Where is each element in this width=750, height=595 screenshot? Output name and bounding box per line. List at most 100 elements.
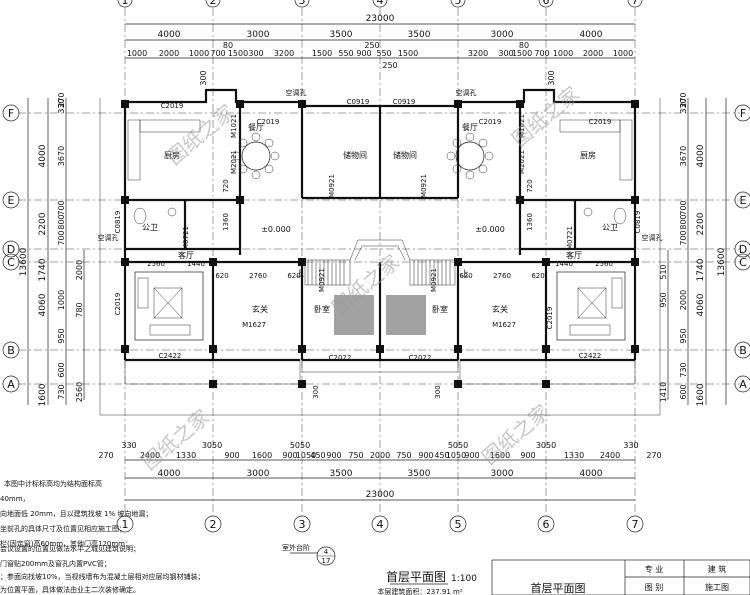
bottom-dim: 1330	[176, 451, 196, 460]
detail-reference: 室外台阶 4 17	[282, 543, 336, 566]
right-inner-dim: 1410	[659, 382, 668, 402]
bottom-dim: 1050	[446, 451, 466, 460]
room-dining-right: 餐厅	[462, 123, 478, 132]
axis-bubbles-left: F E D C B A	[2, 104, 20, 393]
axis-label-top-6: 6	[543, 0, 550, 7]
top-dim-1: 4000	[158, 30, 181, 40]
bottom-dim: 900	[418, 451, 433, 460]
right-inner-dim: 700	[679, 230, 688, 245]
top-dim-6: 4000	[580, 30, 603, 40]
sofas	[134, 271, 626, 341]
room-foyer-left: 玄关	[252, 304, 268, 314]
top2-dim: 1500	[398, 49, 418, 58]
left-inner-dim: 3670	[57, 146, 66, 166]
tag: 620	[215, 272, 228, 280]
left-inner-dim: 950	[57, 328, 66, 343]
axis-label-left-F: F	[8, 107, 14, 120]
left-inner-dim: 1000	[57, 290, 66, 310]
right-inner-dim: 270	[679, 92, 688, 107]
tag: 1360	[222, 213, 230, 231]
tag: M2021	[230, 150, 238, 174]
right-inner-dim: 700	[679, 200, 688, 215]
tag: C2022	[329, 354, 352, 362]
left-inner-dim: 730	[57, 384, 66, 399]
left-inner-dim: 700	[57, 230, 66, 245]
plan-area: 本层建筑面积：237.91 m²	[377, 587, 463, 595]
bottom-dim: 900	[520, 451, 535, 460]
bottom-dim: 900	[282, 451, 297, 460]
top2-dim: 1000	[189, 49, 209, 58]
watermark-text: 图纸之家	[162, 100, 239, 170]
left-inner-dim: 270	[57, 92, 66, 107]
tag: C2022	[409, 354, 432, 362]
bottom-dim: 450	[434, 451, 449, 460]
building-walls	[99, 88, 661, 416]
axis-grid	[18, 8, 740, 515]
note-line: 本图中计标标高均为结构面标高	[4, 479, 102, 488]
bottom-small: 3050	[202, 441, 222, 450]
top-dim-5: 3000	[491, 30, 514, 40]
tag: 620	[459, 272, 472, 280]
bottom-small: 330	[623, 441, 638, 450]
bottom-dim2: 3000	[491, 469, 514, 479]
bottom-dim: 750	[396, 451, 411, 460]
axis-bubbles-bottom: 1 2 3 4 5 6 7	[116, 515, 644, 533]
note-line: 栏(固定窗)高60mm，其他门高120mm；	[0, 539, 132, 548]
top-dim-3: 3500	[330, 30, 353, 40]
note-line: 坐前孔的具体尺寸及位置见相应施工图；	[0, 524, 126, 533]
bottom-dim: 1330	[564, 451, 584, 460]
right-dim: 2200	[696, 212, 706, 235]
stair-up-label: 上	[461, 269, 469, 278]
axis-label-top-5: 5	[455, 0, 462, 7]
tag: C2019	[114, 293, 122, 316]
top2-dim: 300	[498, 49, 513, 58]
room-storage-left: 储物间	[343, 150, 367, 160]
top-dimensions: 23000 4000 3000 3500 3500 3000 4000 1000…	[125, 14, 635, 86]
right-inner-dim: 950	[659, 292, 668, 307]
aircon-label: 空调孔	[456, 88, 477, 97]
tag: M2021	[518, 150, 526, 174]
top3-dim: 250	[382, 61, 397, 70]
top3-dim: 300	[199, 70, 208, 85]
right-inner-dim: 950	[679, 328, 688, 343]
tag: M0921	[318, 268, 326, 292]
axis-bubbles-right: F E D C B A	[734, 104, 750, 393]
bottom-dim: 270	[98, 451, 113, 460]
tag: 300	[434, 385, 442, 398]
axis-label-top-3: 3	[299, 0, 306, 7]
tag: 720	[526, 179, 534, 192]
drawing-title: 首层平面图 1:100 本层建筑面积：237.91 m²	[377, 570, 477, 595]
axis-label-bottom-2: 2	[210, 518, 217, 531]
bottom-dim: 900	[464, 451, 479, 460]
top2-dim: 1000	[553, 49, 573, 58]
title-block-name: 首层平面图	[531, 581, 586, 595]
axis-label-right-D: D	[739, 243, 747, 256]
title-block: 首层平面图 专 业 建 筑 图 别 施工图	[491, 559, 750, 595]
room-foyer-right: 玄关	[492, 304, 508, 314]
tag: 300	[312, 385, 320, 398]
room-living-right: 客厅	[566, 250, 582, 260]
top2-dim: 2000	[583, 49, 603, 58]
left-dim: 2200	[38, 212, 48, 235]
axis-label-right-B: B	[739, 344, 747, 357]
right-dimensions: 13600 4000 2200 1740 4060 1600 330 270 3…	[659, 92, 727, 406]
stairs: 上 上	[296, 239, 469, 335]
right-inner-dim: 730	[679, 362, 688, 377]
axis-label-left-B: B	[7, 344, 15, 357]
left-dimensions: 13600 4000 2200 1740 4060 1600 330 270 3…	[19, 92, 85, 406]
tag: 1440	[555, 260, 573, 268]
tag: M1627	[492, 321, 516, 329]
tag: 2760	[249, 272, 267, 280]
right-inner-dim: 330	[679, 98, 688, 113]
note-line: 向地面低 20mm，且以建筑找坡 1% 坡向地漏；	[0, 509, 152, 518]
room-bedroom-right: 卧室	[432, 304, 448, 314]
watermark-text: 图纸之家	[477, 400, 554, 470]
plan-title: 首层平面图	[386, 570, 446, 584]
top2-dim: 1500	[228, 49, 248, 58]
bottom-small: 5050	[448, 441, 468, 450]
top2-dim: 700	[534, 49, 549, 58]
opening-tags: C2019 C2019 C2019 C2019 C0919 C0919 M102…	[114, 98, 642, 399]
aircon-label: 空调孔	[98, 233, 119, 242]
room-living-left: 客厅	[178, 250, 194, 260]
bottom-dim: 1600	[490, 451, 510, 460]
